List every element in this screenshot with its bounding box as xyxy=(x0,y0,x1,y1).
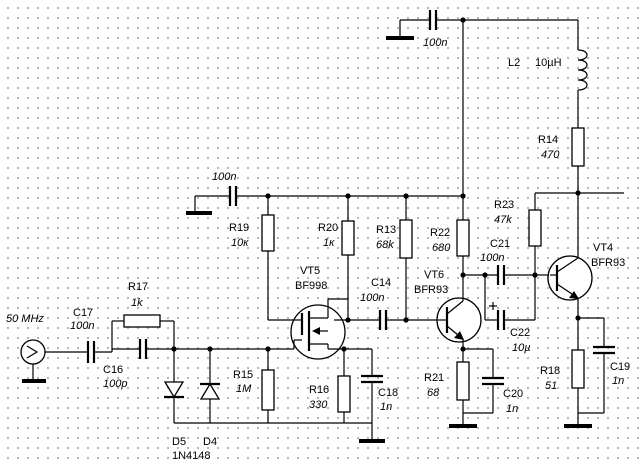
r19-value: 10к xyxy=(231,237,249,249)
capacitor-c22 xyxy=(484,275,536,330)
r14-ref: R14 xyxy=(538,134,558,146)
r13-value: 68k xyxy=(376,239,394,251)
r18-value: 51 xyxy=(545,380,557,392)
mosfet-vt5 xyxy=(268,298,348,360)
r17-ref: R17 xyxy=(128,281,148,293)
r22-ref: R22 xyxy=(430,227,450,239)
c16-value: 100p xyxy=(103,378,127,390)
c20-ref: C20 xyxy=(503,388,523,400)
diode-d5 xyxy=(163,349,185,423)
resistor-r14 xyxy=(571,127,585,258)
c21-ref: C21 xyxy=(490,238,510,250)
c21-value: 100n xyxy=(480,252,504,264)
vt4-type: BFR93 xyxy=(591,257,625,269)
r21-value: 68 xyxy=(427,387,440,399)
r17-value: 1k xyxy=(131,297,143,309)
junction-dot xyxy=(403,317,409,323)
resistor-r16 xyxy=(337,349,351,423)
vt5-ref: VT5 xyxy=(300,265,320,277)
resistor-r20 xyxy=(341,196,355,320)
r22-value: 680 xyxy=(432,242,451,254)
signal-source xyxy=(20,339,88,383)
rail-cap-value: 100n xyxy=(212,171,236,183)
c22-value: 10µ xyxy=(512,342,531,354)
vt6-ref: VT6 xyxy=(424,269,444,281)
transistor-vt4 xyxy=(547,255,593,318)
vt5-type: BF998 xyxy=(295,280,327,292)
r23-ref: R23 xyxy=(494,199,514,211)
top-cap-value: 100n xyxy=(423,37,447,49)
capacitor-c18 xyxy=(361,349,383,423)
resistor-r17 xyxy=(111,314,175,352)
r23-value: 47k xyxy=(494,214,512,226)
r15-ref: R15 xyxy=(233,369,253,381)
r16-ref: R16 xyxy=(309,384,329,396)
r13-ref: R13 xyxy=(376,224,396,236)
capacitor-c14 xyxy=(378,310,438,330)
r15-value: 1M xyxy=(236,383,252,395)
capacitor-rail-decoupling xyxy=(228,186,238,206)
r18-ref: R18 xyxy=(540,365,560,377)
inductor-l2 xyxy=(577,20,588,128)
resistor-r13 xyxy=(399,196,413,320)
capacitor-c20 xyxy=(463,349,504,414)
c22-ref: C22 xyxy=(510,327,530,339)
d5-ref: D5 xyxy=(172,436,186,448)
capacitor-c16 xyxy=(112,339,174,359)
resistor-r15 xyxy=(261,349,275,423)
r14-value: 470 xyxy=(541,149,560,161)
capacitor-c19 xyxy=(578,318,615,414)
r16-value: 330 xyxy=(309,399,328,411)
capacitor-c17 xyxy=(86,341,112,363)
l2-value: 10µH xyxy=(535,57,562,69)
diode-d4 xyxy=(199,349,221,423)
diode-type-label: 1N4148 xyxy=(172,450,211,462)
resistor-r18 xyxy=(571,318,585,425)
c17-value: 100n xyxy=(70,320,94,332)
c19-value: 1n xyxy=(612,375,624,387)
d4-ref: D4 xyxy=(203,436,217,448)
junction-dot xyxy=(460,17,466,23)
c20-value: 1n xyxy=(506,403,518,415)
c14-ref: C14 xyxy=(371,277,391,289)
r21-ref: R21 xyxy=(424,372,444,384)
vt6-type: BFR93 xyxy=(414,284,448,296)
capacitor-c21 xyxy=(496,265,535,285)
c18-ref: C18 xyxy=(378,387,398,399)
resistor-r22 xyxy=(456,196,470,278)
c18-value: 1n xyxy=(380,401,392,413)
r20-value: 1к xyxy=(323,237,335,249)
c16-ref: C16 xyxy=(103,364,123,376)
l2-ref: L2 xyxy=(508,57,520,69)
resistor-r23 xyxy=(528,193,542,275)
source-frequency-label: 50 MHz xyxy=(6,313,44,325)
vt4-ref: VT4 xyxy=(593,242,613,254)
resistor-r19 xyxy=(261,196,290,321)
r19-ref: R19 xyxy=(229,222,249,234)
c19-ref: C19 xyxy=(610,361,630,373)
c17-ref: C17 xyxy=(73,307,93,319)
c14-value: 100n xyxy=(360,292,384,304)
capacitor-top-decoupling xyxy=(428,10,438,30)
r20-ref: R20 xyxy=(318,222,338,234)
transistor-vt6 xyxy=(436,278,482,349)
